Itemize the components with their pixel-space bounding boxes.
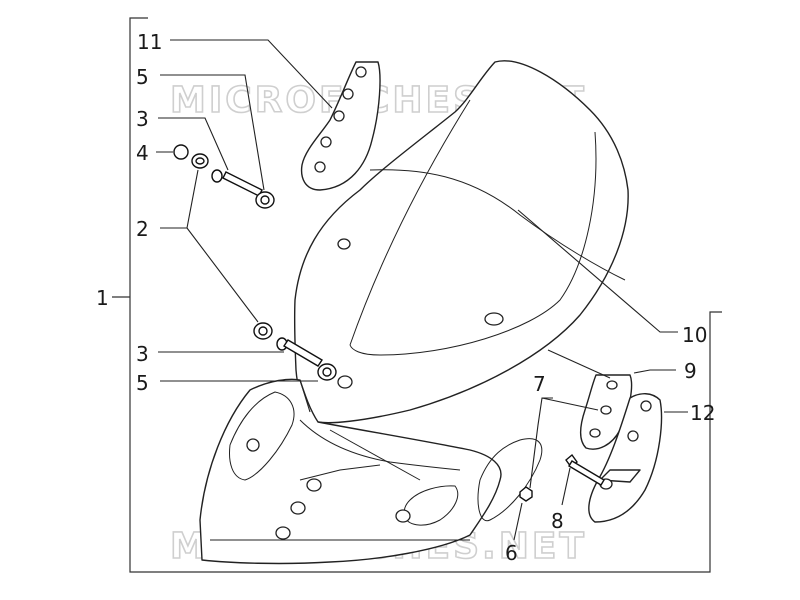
callout-3-upper: 3: [136, 107, 149, 131]
grommet-5-upper: [255, 191, 275, 209]
leader-2: [160, 169, 259, 323]
callout-6: 6: [505, 541, 518, 565]
spacer-2-upper: [191, 153, 209, 169]
mirror-bracket-upper: [300, 61, 381, 191]
leader-frame-mid: [547, 349, 611, 379]
leader-11: [170, 39, 333, 109]
callout-1: 1: [96, 286, 109, 310]
callout-7: 7: [533, 372, 546, 396]
leader-10: [517, 209, 678, 333]
screw-3-upper: [222, 171, 263, 197]
spacer-2-lower: [253, 322, 273, 340]
leader-9: [633, 369, 676, 374]
windshield-mount-hole-center: [484, 312, 504, 326]
callout-10: 10: [682, 323, 707, 347]
leader-5-upper: [160, 74, 265, 191]
washer-upper: [211, 169, 223, 183]
callout-2: 2: [136, 217, 149, 241]
bolt-8: [565, 453, 605, 486]
callout-8: 8: [551, 509, 564, 533]
callout-9: 9: [684, 359, 697, 383]
bracket-plate-12: [588, 393, 663, 523]
assembly-frame: [129, 17, 722, 573]
leader-8: [561, 467, 571, 506]
nut-6: [519, 486, 533, 502]
callout-5-lower: 5: [136, 371, 149, 395]
cap-nut-4: [173, 144, 189, 160]
grommet-5-lower: [317, 363, 337, 381]
callout-11: 11: [137, 30, 162, 54]
windshield-mount-hole-lower: [337, 375, 353, 389]
windshield-mount-hole-left: [337, 238, 351, 250]
callout-3-lower: 3: [136, 342, 149, 366]
callout-5-upper: 5: [136, 65, 149, 89]
leader-3-upper: [158, 117, 229, 171]
leader-6: [513, 502, 523, 541]
screw-3-lower: [283, 339, 323, 367]
callout-4: 4: [136, 141, 149, 165]
leader-7: [529, 397, 599, 489]
leader-fairing: [299, 379, 311, 413]
callout-12: 12: [690, 401, 715, 425]
front-fairing: [199, 378, 543, 565]
